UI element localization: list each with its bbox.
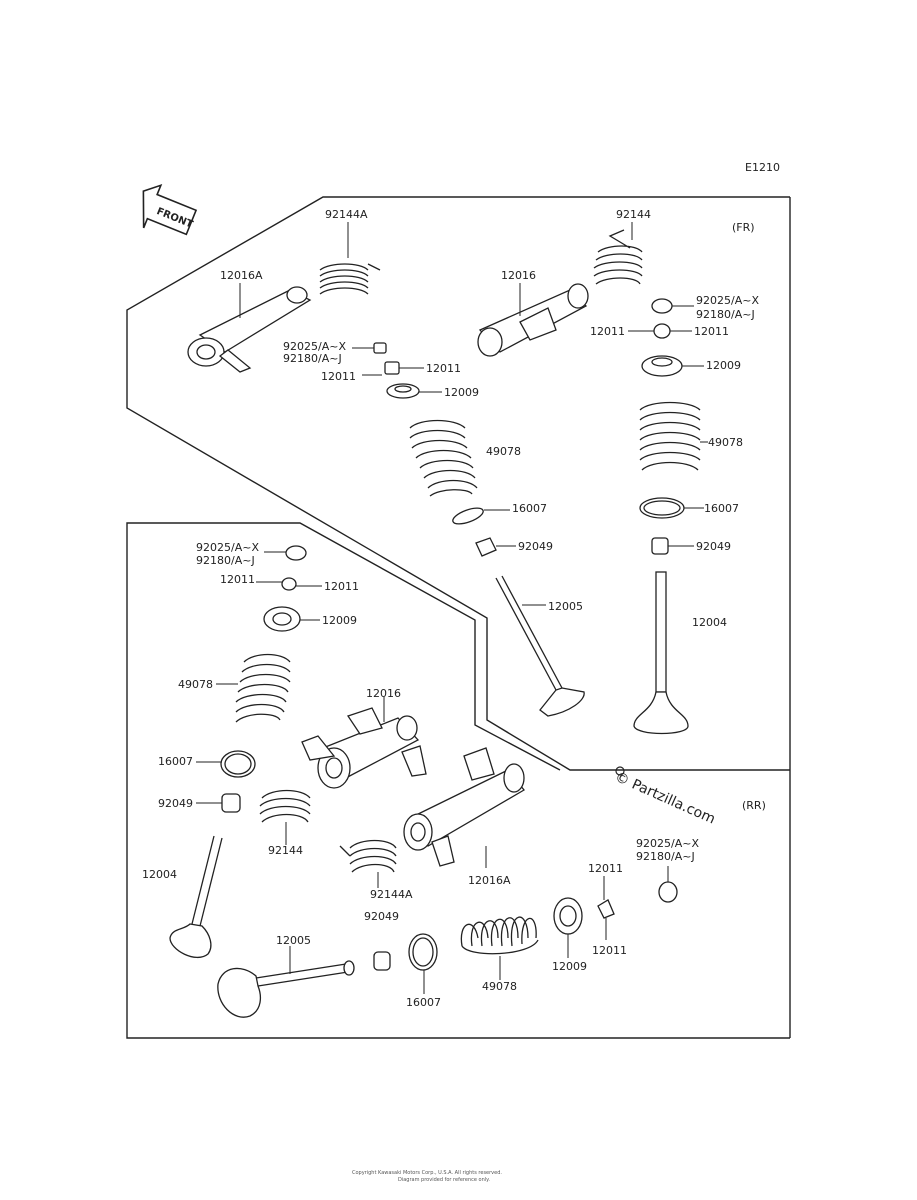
label-12009-rr-b: 12009 bbox=[552, 960, 587, 973]
label-92025-fr-left: 92025/A~X bbox=[283, 340, 346, 353]
section-fr-label: (FR) bbox=[732, 221, 755, 234]
label-92144A-rr: 92144A bbox=[370, 888, 413, 901]
label-49078-fr-right: 49078 bbox=[708, 436, 743, 449]
valve-spring-49078-fr-right bbox=[639, 401, 708, 471]
label-92049-rr-a: 92049 bbox=[158, 797, 193, 810]
label-49078-rr-b: 49078 bbox=[482, 980, 517, 993]
watermark: © Partzilla.com bbox=[612, 766, 718, 828]
label-12009-rr-a: 12009 bbox=[322, 614, 357, 627]
label-92025-fr-right: 92025/A~X bbox=[696, 294, 759, 307]
label-12016-rr: 12016 bbox=[366, 687, 401, 700]
seal-92049-fr-left bbox=[475, 537, 516, 557]
label-92144A-fr: 92144A bbox=[325, 208, 368, 221]
label-92180-fr-right: 92180/A~J bbox=[696, 308, 755, 321]
seal-92049-rr-a bbox=[196, 793, 241, 813]
label-12011-fr-right-b: 12011 bbox=[694, 325, 729, 338]
label-92049-fr-left: 92049 bbox=[518, 540, 553, 553]
rocker-arm-12016-rr bbox=[301, 697, 427, 789]
label-92180-rr-b: 92180/A~J bbox=[636, 850, 695, 863]
cotter-92025-fr-right bbox=[651, 298, 694, 314]
label-16007-rr-b: 16007 bbox=[406, 996, 441, 1009]
seat-16007-rr-b bbox=[408, 933, 438, 994]
valve-spring-49078-rr-a bbox=[216, 653, 291, 723]
retainer-12009-rr-a bbox=[263, 606, 320, 632]
label-92025-rr-b: 92025/A~X bbox=[636, 837, 699, 850]
seal-92049-rr-b bbox=[373, 951, 391, 971]
footer-line-1: Copyright Kawasaki Motors Corp., U.S.A. … bbox=[352, 1170, 502, 1176]
rocker-arm-12016A-fr bbox=[187, 283, 312, 373]
cotter-92025-rr-a bbox=[264, 545, 307, 561]
valve-12004-rr bbox=[169, 835, 223, 959]
diagram-code: E1210 bbox=[745, 161, 780, 174]
label-16007-fr-right: 16007 bbox=[704, 502, 739, 515]
label-12011-fr-left-a: 12011 bbox=[321, 370, 356, 383]
label-12016A-fr: 12016A bbox=[220, 269, 263, 282]
cotter-92025-rr-b bbox=[658, 866, 678, 903]
label-12011-fr-left-b: 12011 bbox=[590, 325, 625, 338]
label-12016A-rr: 12016A bbox=[468, 874, 511, 887]
seat-16007-rr-a bbox=[196, 750, 256, 778]
frame-rr bbox=[126, 197, 791, 1039]
keeper-12011-rr-a bbox=[256, 577, 322, 591]
label-12011-rr-bot: 12011 bbox=[592, 944, 627, 957]
label-92180-fr-left: 92180/A~J bbox=[283, 352, 342, 365]
label-12011-rr-r: 12011 bbox=[324, 580, 359, 593]
label-12011-rr-top: 12011 bbox=[588, 862, 623, 875]
label-12009-fr-left: 12009 bbox=[444, 386, 479, 399]
label-12011-rr-l: 12011 bbox=[220, 573, 255, 586]
section-rr-label: (RR) bbox=[742, 799, 766, 812]
label-12009-fr-right: 12009 bbox=[706, 359, 741, 372]
seat-16007-fr-left bbox=[452, 507, 510, 525]
frame-fr bbox=[126, 196, 790, 771]
label-12004-rr: 12004 bbox=[142, 868, 177, 881]
valve-12004-fr bbox=[633, 571, 689, 735]
valve-spring-49078-fr-left bbox=[409, 419, 478, 497]
label-92025-rr-a: 92025/A~X bbox=[196, 541, 259, 554]
label-16007-rr-a: 16007 bbox=[158, 755, 193, 768]
seat-16007-fr-right bbox=[639, 497, 704, 519]
retainer-12009-rr-b bbox=[553, 897, 583, 958]
footer-line-2: Diagram provided for reference only. bbox=[398, 1177, 490, 1183]
label-92049-rr-b: 92049 bbox=[364, 910, 399, 923]
label-12011-fr-right-a: 12011 bbox=[426, 362, 461, 375]
label-49078-rr-a: 49078 bbox=[178, 678, 213, 691]
spring-92144A-fr bbox=[319, 222, 381, 295]
label-92144-fr: 92144 bbox=[616, 208, 651, 221]
label-92049-fr-right: 92049 bbox=[696, 540, 731, 553]
label-12005-fr: 12005 bbox=[548, 600, 583, 613]
keeper-12011-rr-b bbox=[597, 876, 615, 940]
label-12004-fr: 12004 bbox=[692, 616, 727, 629]
spring-92144-fr bbox=[593, 222, 643, 285]
valve-spring-49078-rr-b bbox=[460, 916, 539, 980]
rocker-arm-12016-fr bbox=[477, 283, 589, 357]
label-16007-fr-left: 16007 bbox=[512, 502, 547, 515]
label-92144-rr: 92144 bbox=[268, 844, 303, 857]
spring-92144-rr bbox=[259, 789, 311, 845]
valve-12005-fr bbox=[495, 575, 585, 717]
rocker-arm-12016A-rr bbox=[403, 747, 525, 868]
valve-12005-rr bbox=[217, 946, 355, 1018]
retainer-12009-fr-left bbox=[386, 383, 442, 399]
seal-92049-fr-right bbox=[651, 537, 694, 555]
front-arrow-icon: FRONT bbox=[142, 183, 198, 236]
watermark-text: © Partzilla.com bbox=[612, 769, 717, 828]
keeper-12011-fr-right bbox=[628, 323, 692, 339]
cotter-92025-fr-left bbox=[352, 342, 387, 354]
spring-92144A-rr bbox=[339, 839, 397, 888]
label-49078-fr-left: 49078 bbox=[486, 445, 521, 458]
label-92180-rr-a: 92180/A~J bbox=[196, 554, 255, 567]
keeper-12011-fr-left bbox=[362, 361, 424, 376]
label-12005-rr: 12005 bbox=[276, 934, 311, 947]
label-12016-fr: 12016 bbox=[501, 269, 536, 282]
retainer-12009-fr-right bbox=[641, 355, 704, 377]
